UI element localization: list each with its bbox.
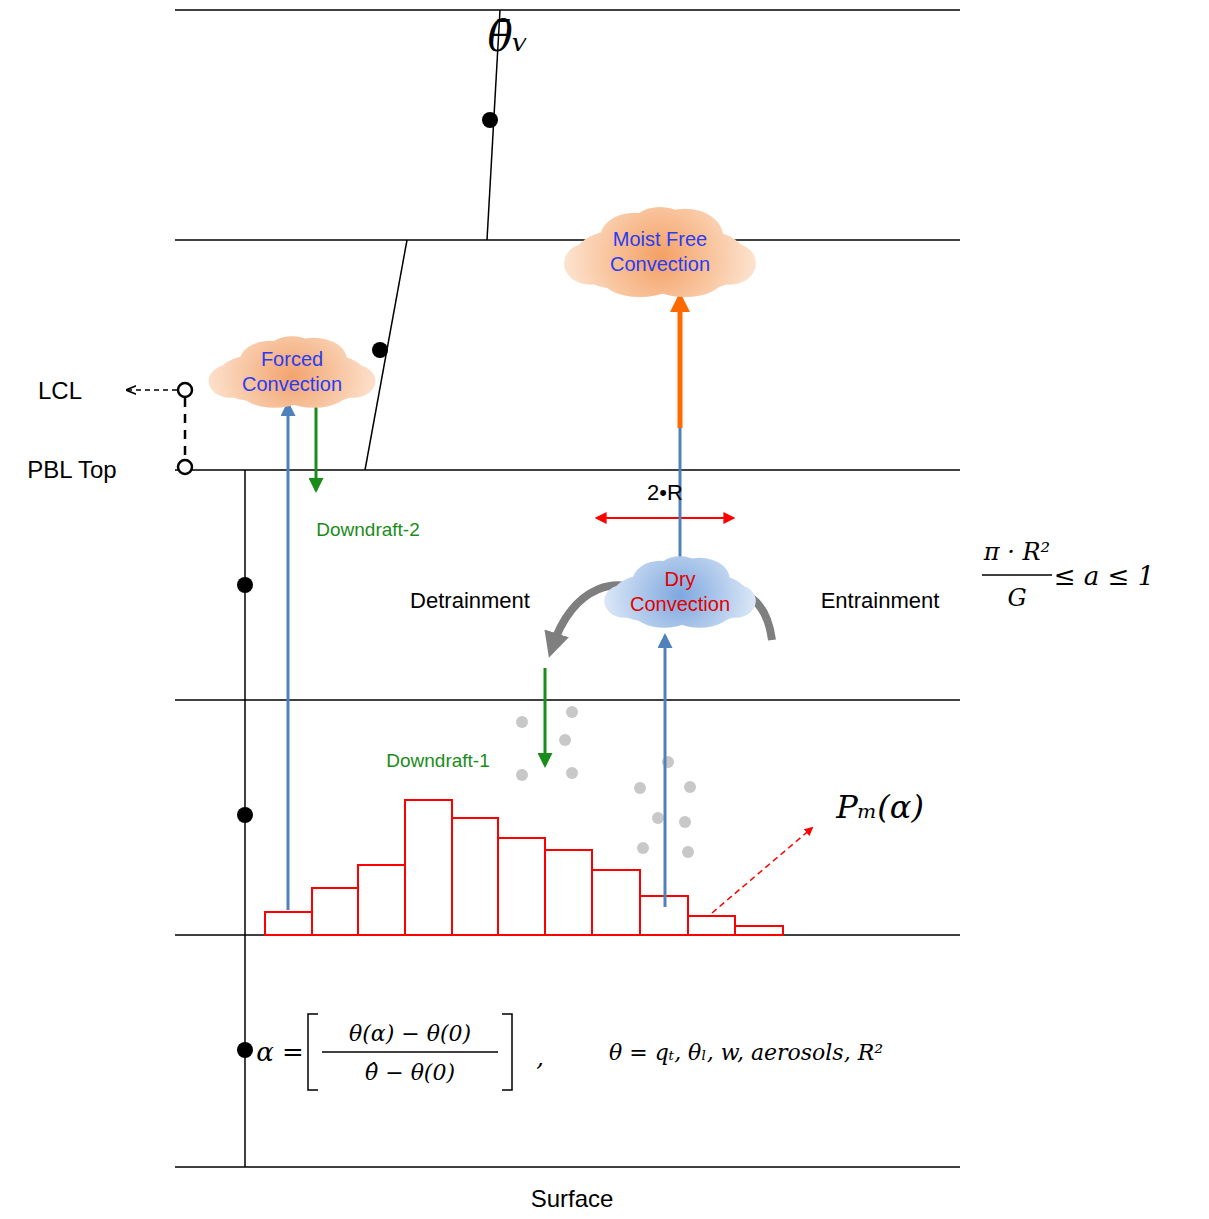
formula-marks: [308, 575, 1052, 1090]
formula-separator: ,: [536, 1044, 544, 1072]
level-lines: [175, 10, 960, 1167]
histogram-bar: [545, 850, 592, 935]
level-line: [175, 239, 960, 241]
downdraft-arrow: [544, 668, 547, 765]
fraction-bar: [322, 1051, 498, 1053]
dashed-arrow: [712, 828, 812, 913]
aerosol-dot: [516, 769, 528, 781]
open-circle: [178, 460, 192, 474]
open-circle: [178, 383, 192, 397]
histogram-bar: [452, 818, 498, 935]
profile-dot: [372, 342, 388, 358]
formula-denominator: θ̂ − θ(0): [365, 1060, 455, 1085]
histogram-bar: [265, 912, 312, 935]
aerosol-dot: [566, 706, 578, 718]
aerosol-dot: [682, 846, 694, 858]
histogram-bar: [688, 916, 735, 935]
cloud-fill: [564, 207, 756, 297]
formula-term: θ = qₜ, θₗ, w, aerosols, R²: [609, 1040, 883, 1065]
updraft-arrow: [287, 404, 290, 910]
formula-numerator: θ(α) − θ(0): [349, 1021, 471, 1046]
forced-convection-cloud: Forced Convection: [205, 334, 379, 410]
histogram-bar: [498, 838, 545, 935]
process-label: Entrainment: [821, 588, 940, 614]
aerosol-dot: [679, 816, 691, 828]
moist-convection-cloud: Moist Free Convection: [560, 204, 760, 300]
level-label: PBL Top: [27, 456, 116, 484]
profile-dot: [482, 112, 498, 128]
connector-segment: [678, 296, 683, 428]
cloud-shape: [205, 334, 379, 410]
level-line: [175, 9, 960, 11]
bracket: [308, 1014, 318, 1090]
histogram-bar: [405, 800, 452, 935]
downdraft-label: Downdraft-1: [386, 750, 490, 772]
cloud-shape: [601, 554, 759, 630]
dashed-arrow: [128, 389, 177, 391]
formula-term: α =: [256, 1037, 304, 1067]
profile-dots: [237, 112, 498, 1058]
histogram-bar: [358, 865, 405, 935]
distribution-label: Pₘ(α): [836, 788, 924, 826]
histogram-bar: [312, 888, 358, 935]
variable-label: θ̄ᵥ: [488, 12, 529, 61]
fraction-bar: [982, 574, 1052, 576]
profile-dot: [237, 1042, 253, 1058]
formula-denominator: G: [1007, 584, 1026, 612]
histogram: [265, 800, 783, 935]
flow-connector: [680, 296, 681, 560]
aerosol-dot: [559, 734, 571, 746]
axis-label: Surface: [531, 1185, 614, 1213]
profile-dot: [237, 577, 253, 593]
profile-dot: [237, 807, 253, 823]
aerosol-dot: [634, 782, 646, 794]
radius-label: 2•R: [647, 480, 683, 506]
level-line: [175, 699, 960, 701]
node-text: Forced Convection: [227, 347, 357, 397]
bracket: [502, 1014, 512, 1090]
aerosol-dots: [516, 706, 696, 858]
aerosol-dot: [652, 812, 664, 824]
node-text: Dry Convection: [625, 567, 735, 617]
histogram-bar: [735, 926, 783, 935]
cloud-shape: [560, 204, 760, 300]
profile-line: [365, 240, 407, 470]
dry-convection-cloud: Dry Convection: [601, 554, 759, 630]
cloud-fill: [604, 556, 756, 627]
updraft-arrow: [664, 636, 667, 907]
aerosol-dot: [516, 716, 528, 728]
dashed-line: [184, 398, 187, 460]
level-line: [175, 1166, 960, 1168]
aerosol-dot: [684, 781, 696, 793]
downdraft-label: Downdraft-2: [316, 519, 420, 541]
aerosol-dot: [566, 767, 578, 779]
level-label: LCL: [38, 377, 82, 405]
aerosol-dot: [637, 842, 649, 854]
formula-relation: ≤ a ≤ 1: [1054, 561, 1154, 591]
lcl-marker: [128, 383, 192, 474]
radius-arrow: [597, 517, 733, 519]
level-line: [175, 469, 960, 471]
downdraft-arrow: [315, 405, 318, 490]
formula-numerator: π · R²: [984, 538, 1050, 566]
process-label: Detrainment: [410, 588, 530, 614]
node-text: Moist Free Convection: [585, 227, 735, 277]
histogram-bar: [592, 870, 640, 935]
cloud-fill: [208, 336, 375, 407]
